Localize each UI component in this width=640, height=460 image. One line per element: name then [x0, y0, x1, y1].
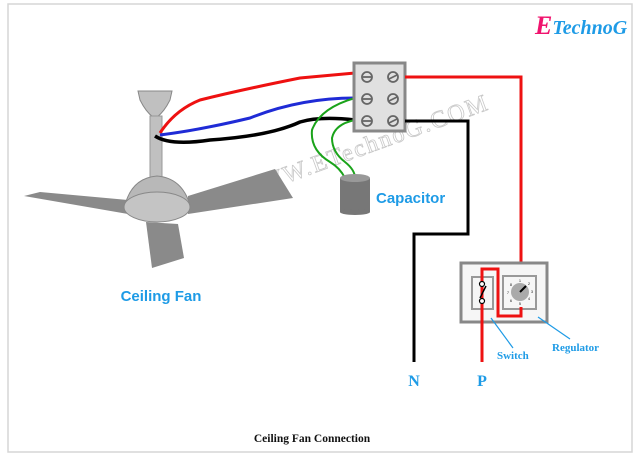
fan-blade — [188, 169, 293, 214]
dial-mark: 6 — [510, 299, 512, 303]
regulator-label: Regulator — [552, 342, 599, 354]
switch-lever — [479, 285, 487, 299]
diagram-caption: Ceiling Fan Connection — [254, 433, 371, 445]
capacitor-label: Capacitor — [376, 190, 445, 207]
fan-motor — [123, 191, 191, 223]
fan-blue-wire — [159, 96, 356, 137]
regulator[interactable] — [502, 275, 537, 310]
logo: ETechnoG — [534, 11, 628, 40]
dial-mark: 4 — [528, 297, 530, 301]
capacitor-wire — [310, 97, 356, 179]
fan-canopy — [137, 90, 173, 118]
phase-label: P — [477, 373, 487, 390]
fan-red-wire — [158, 71, 356, 134]
dial-mark: 3 — [531, 290, 533, 294]
neutral-wire — [405, 119, 470, 362]
switchboard: 1 2 3 4 5 6 7 8 — [459, 261, 549, 362]
terminal-block — [352, 61, 407, 133]
diagram-frame — [7, 3, 633, 453]
fan-black-wire — [154, 116, 356, 144]
dial-mark: 5 — [519, 302, 521, 306]
ceiling-fan-label: Ceiling Fan — [121, 288, 202, 305]
dial-mark: 7 — [507, 291, 509, 295]
regulator-knob-pointer — [519, 285, 527, 293]
regulator-pointer — [537, 316, 571, 340]
phase-to-regulator-wire — [405, 75, 523, 284]
capacitor — [340, 174, 370, 215]
switch-pointer — [490, 317, 514, 349]
capacitor-wire — [330, 119, 356, 179]
fan-blade — [24, 192, 128, 214]
fan-blade — [146, 222, 184, 268]
ceiling-fan — [24, 90, 293, 268]
dial-mark: 1 — [519, 279, 521, 283]
dial-mark: 8 — [510, 283, 512, 287]
fan-downrod — [149, 115, 163, 181]
switch-label: Switch — [497, 350, 529, 362]
dial-mark: 2 — [528, 282, 530, 286]
neutral-label: N — [408, 373, 420, 390]
